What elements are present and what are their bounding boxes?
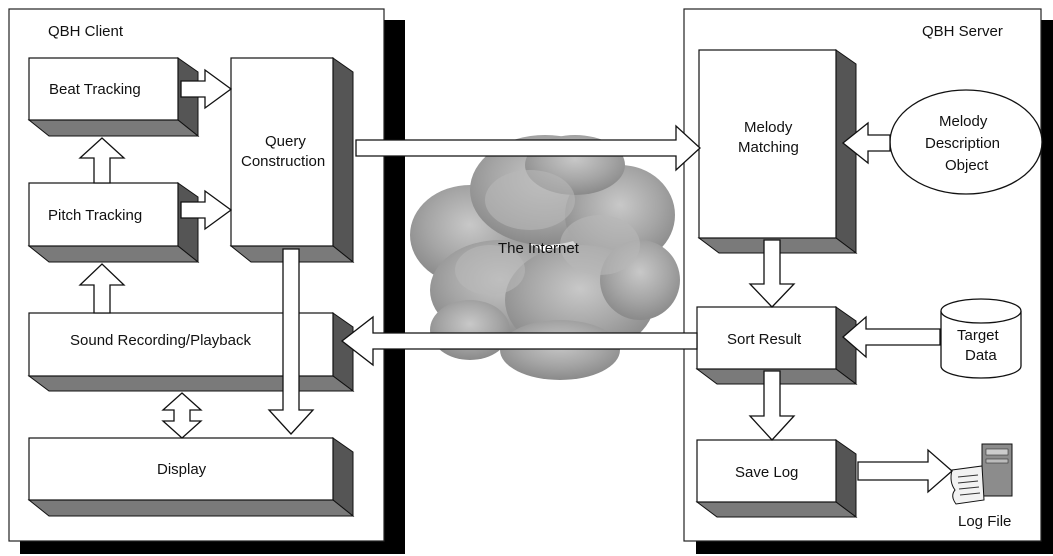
log-file-icon: Log File [950,443,1013,530]
target-label-2: Data [965,347,997,364]
display-box: Display [27,437,355,518]
pitch-tracking-box: Pitch Tracking [27,182,200,264]
display-label: Display [157,461,207,478]
melody-label-1: Melody [744,119,793,136]
beat-tracking-box: Beat Tracking [27,57,200,138]
save-log-box: Save Log [695,439,858,518]
arrow-beat-to-query [180,68,233,110]
arrow-pitch-to-query [180,189,233,231]
target-label-1: Target [957,327,1000,344]
query-construction-box: Query Construction [229,57,355,264]
beat-tracking-label: Beat Tracking [49,81,141,98]
arrow-query-to-display [267,248,315,435]
mdo-label-3: Object [945,157,989,174]
mdo-label-2: Description [925,135,1000,152]
arrow-sort-to-savelog [748,370,796,441]
arrow-sort-to-sound [340,315,698,367]
internet-label: The Internet [498,240,580,257]
mdo-label-1: Melody [939,113,988,130]
target-data-cylinder: Target Data [940,298,1022,379]
client-title: QBH Client [48,23,124,40]
melody-description-object: Melody Description Object [889,89,1043,195]
sort-result-label: Sort Result [727,331,802,348]
save-log-label: Save Log [735,464,798,481]
melody-matching-box: Melody Matching [697,49,858,254]
arrow-sound-to-pitch [78,263,126,314]
arrow-sound-display [161,392,203,439]
query-label-1: Query [265,133,306,150]
log-file-label: Log File [958,513,1011,530]
arrow-query-to-melody [355,124,701,172]
sound-recording-box: Sound Recording/Playback [27,312,355,392]
arrow-savelog-to-logfile [857,448,953,494]
sound-recording-label: Sound Recording/Playback [70,332,251,349]
arrow-melody-to-sort [748,239,796,308]
arrow-pitch-to-beat [78,137,126,184]
query-label-2: Construction [241,153,325,170]
arrow-mdo-to-melody [841,121,891,165]
pitch-tracking-label: Pitch Tracking [48,207,142,224]
server-title: QBH Server [922,23,1003,40]
melody-label-2: Matching [738,139,799,156]
arrow-target-to-sort [842,315,941,359]
